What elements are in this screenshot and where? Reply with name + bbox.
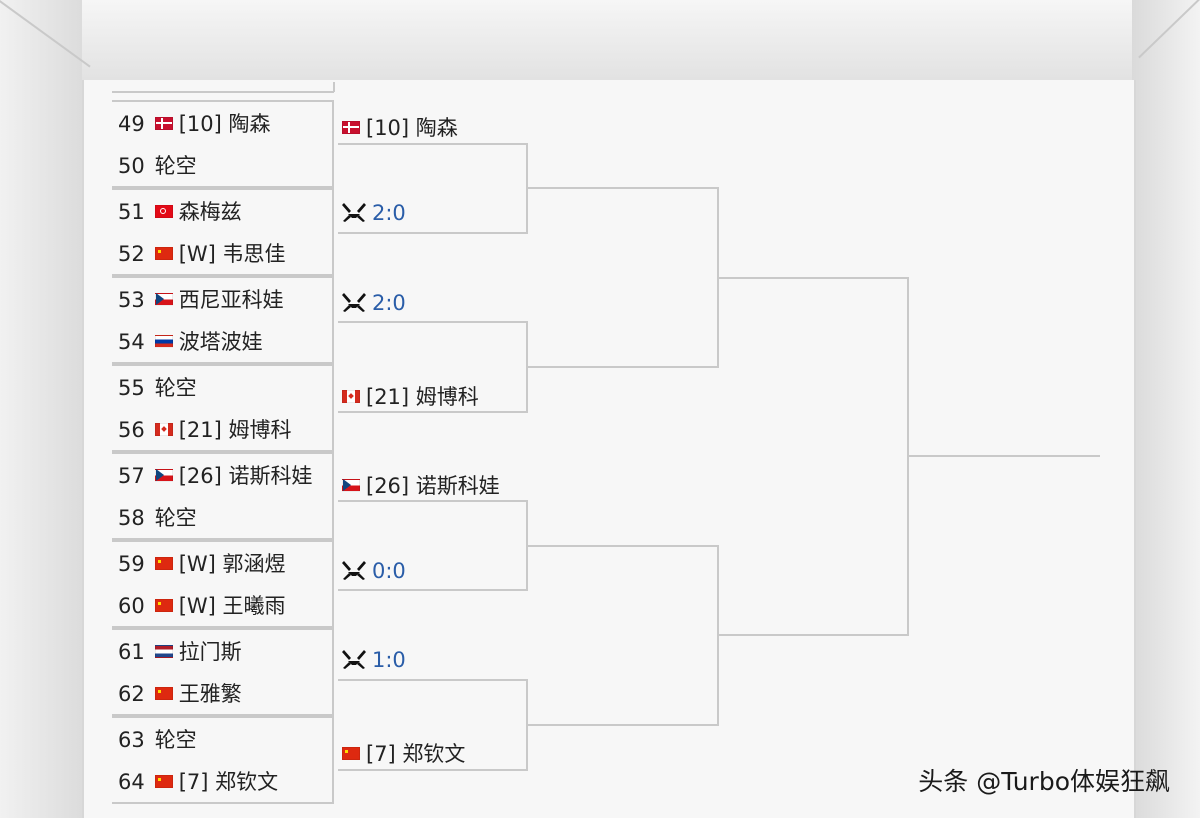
player-name: 拉门斯 xyxy=(178,640,242,664)
flag-cz-icon xyxy=(154,468,173,482)
entry-53: 53 西尼亚科娃 xyxy=(112,276,334,320)
entry-57: 57 [26] 诺斯科娃 xyxy=(112,452,334,496)
crossed-swords-icon xyxy=(342,202,366,222)
flag-ca-icon xyxy=(342,389,360,403)
entry-61: 61 拉门斯 xyxy=(112,628,334,672)
match-score: 1:0 xyxy=(342,648,406,672)
entry-62: 62 王雅繁 xyxy=(112,672,334,716)
score-value: 2:0 xyxy=(372,291,406,315)
player-name: 轮空 xyxy=(154,154,197,178)
seed-number: 58 xyxy=(118,506,145,530)
entry-50: 50 轮空 xyxy=(112,144,334,188)
player-name: [21] 姆博科 xyxy=(178,418,292,442)
player-name: [W] 郭涵煜 xyxy=(178,552,286,576)
flag-cn-icon xyxy=(154,556,173,570)
player-name: [26] 诺斯科娃 xyxy=(178,464,313,488)
seed-number: 49 xyxy=(118,112,145,136)
entry-63: 63 轮空 xyxy=(112,716,334,760)
flag-cz-icon xyxy=(154,292,173,306)
round-2-player: [21] 姆博科 xyxy=(342,381,479,411)
entry-64: 64 [7] 郑钦文 xyxy=(112,760,334,804)
flag-nl-icon xyxy=(154,644,173,658)
crossed-swords-icon xyxy=(342,649,366,669)
seed-number: 52 xyxy=(118,242,145,266)
seed-number: 51 xyxy=(118,200,145,224)
player-name: [7] 郑钦文 xyxy=(178,770,279,794)
crossed-swords-icon xyxy=(342,292,366,312)
entry-55: 55 轮空 xyxy=(112,364,334,408)
seed-number: 62 xyxy=(118,682,145,706)
match-score: 2:0 xyxy=(342,201,406,225)
frame-right-edge xyxy=(1132,0,1200,818)
flag-cz-icon xyxy=(342,478,360,492)
seed-number: 60 xyxy=(118,594,145,618)
match-score: 2:0 xyxy=(342,291,406,315)
flag-cn-icon xyxy=(154,686,173,700)
entry-51: 51 森梅兹 xyxy=(112,188,334,232)
player-name: [21] 姆博科 xyxy=(366,385,479,409)
flag-cn-icon xyxy=(342,746,360,760)
seed-number: 59 xyxy=(118,552,145,576)
player-name: 森梅兹 xyxy=(178,200,242,224)
player-name: [26] 诺斯科娃 xyxy=(366,474,500,498)
seed-number: 54 xyxy=(118,330,145,354)
seed-number: 53 xyxy=(118,288,145,312)
player-name: 轮空 xyxy=(154,376,197,400)
frame-top-edge xyxy=(0,0,1200,80)
entry-58: 58 轮空 xyxy=(112,496,334,540)
entry-59: 59 [W] 郭涵煜 xyxy=(112,540,334,584)
round-2-player: [7] 郑钦文 xyxy=(342,738,465,768)
round-2-player: [10] 陶森 xyxy=(342,112,458,142)
watermark: 头条 @Turbo体娱狂飙 xyxy=(918,767,1170,796)
entry-49: 49 [10] 陶森 xyxy=(112,100,334,144)
entry-60: 60 [W] 王曦雨 xyxy=(112,584,334,628)
seed-number: 50 xyxy=(118,154,145,178)
round-2-player: [26] 诺斯科娃 xyxy=(342,470,500,500)
player-name: [10] 陶森 xyxy=(178,112,271,136)
frame-left-edge xyxy=(0,0,82,818)
score-value: 1:0 xyxy=(372,648,406,672)
entry-54: 54 波塔波娃 xyxy=(112,320,334,364)
player-name: 轮空 xyxy=(154,506,197,530)
flag-dk-icon xyxy=(154,116,173,130)
player-name: [10] 陶森 xyxy=(366,116,458,140)
seed-number: 64 xyxy=(118,770,145,794)
player-name: [W] 韦思佳 xyxy=(178,242,286,266)
player-name: 王雅繁 xyxy=(178,682,242,706)
player-name: [W] 王曦雨 xyxy=(178,594,286,618)
seed-number: 63 xyxy=(118,728,145,752)
seed-number: 55 xyxy=(118,376,145,400)
flag-cn-icon xyxy=(154,774,173,788)
flag-tr-icon xyxy=(154,204,173,218)
score-value: 0:0 xyxy=(372,559,406,583)
entry-52: 52 [W] 韦思佳 xyxy=(112,232,334,276)
seed-number: 57 xyxy=(118,464,145,488)
flag-cn-icon xyxy=(154,246,173,260)
seed-number: 56 xyxy=(118,418,145,442)
bracket-panel xyxy=(82,80,1136,818)
score-value: 2:0 xyxy=(372,201,406,225)
crossed-swords-icon xyxy=(342,560,366,580)
player-name: 波塔波娃 xyxy=(178,330,263,354)
match-score: 0:0 xyxy=(342,559,406,583)
seed-number: 61 xyxy=(118,640,145,664)
player-name: 西尼亚科娃 xyxy=(178,288,284,312)
entry-56: 56 [21] 姆博科 xyxy=(112,408,334,452)
player-name: 轮空 xyxy=(154,728,197,752)
flag-dk-icon xyxy=(342,120,360,134)
player-name: [7] 郑钦文 xyxy=(366,742,466,766)
flag-cn-icon xyxy=(154,598,173,612)
flag-ru-icon xyxy=(154,334,173,348)
flag-ca-icon xyxy=(154,422,173,436)
